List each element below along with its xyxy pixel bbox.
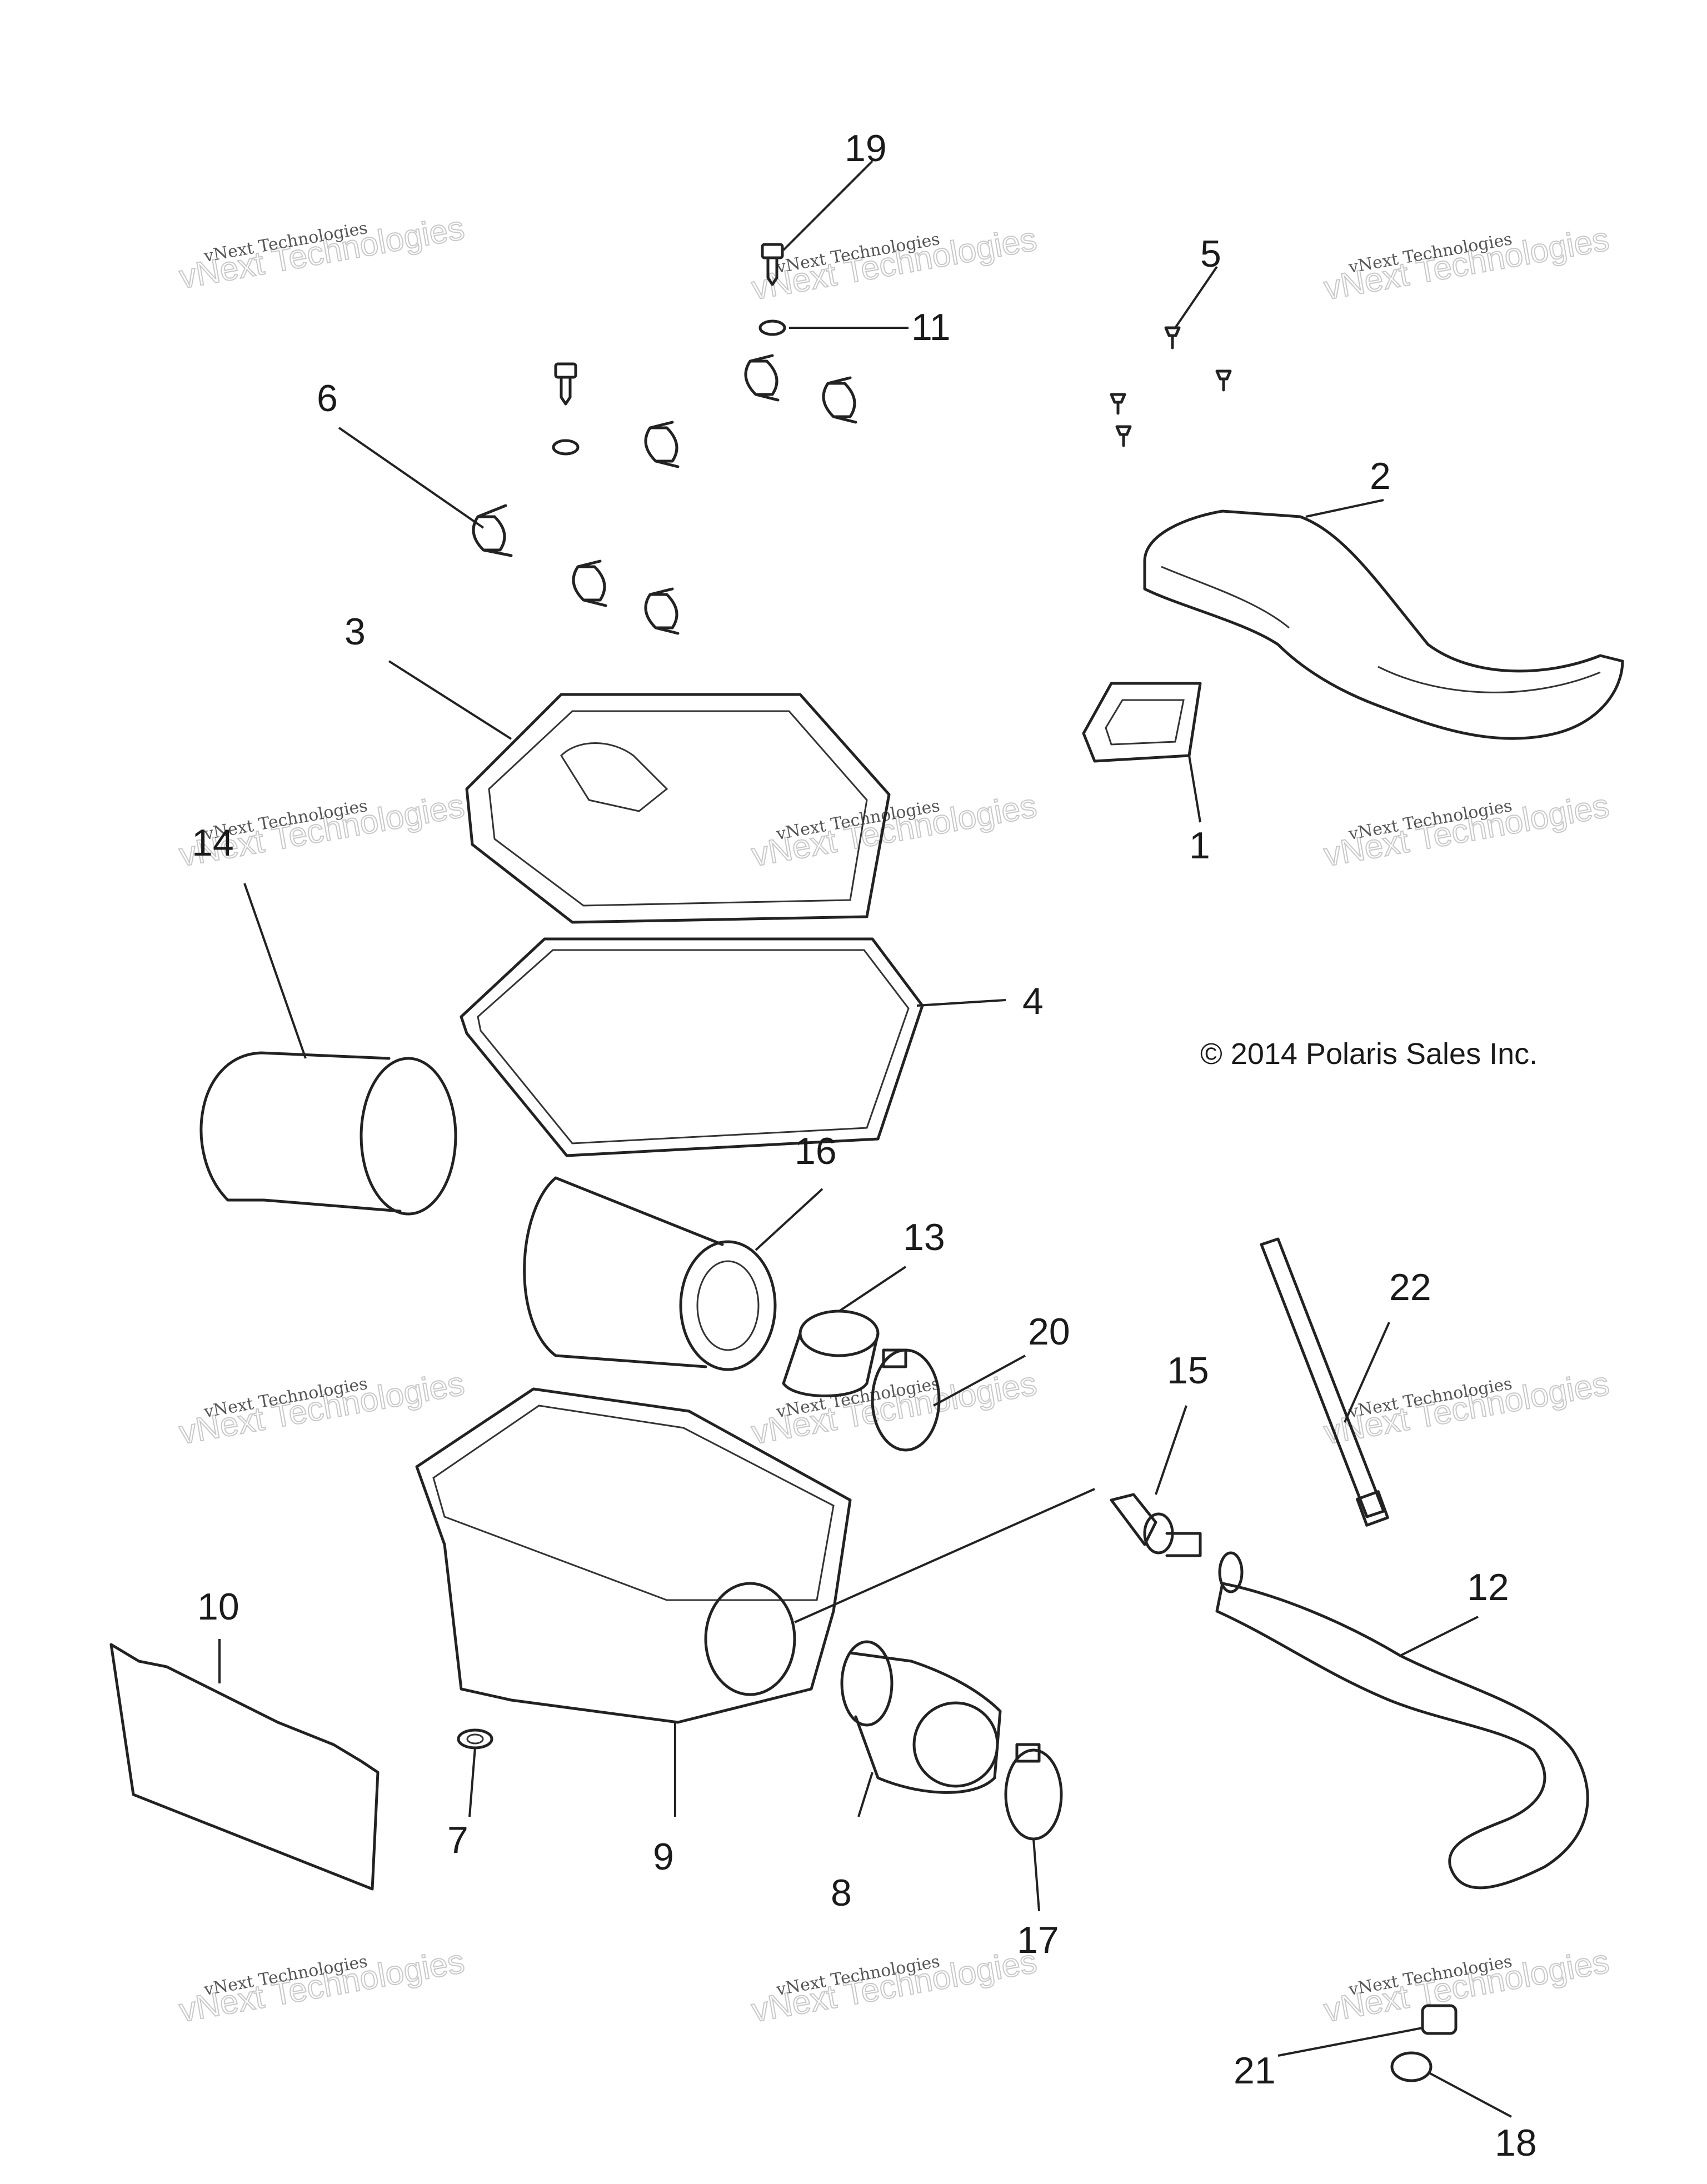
grommet-part-7 xyxy=(457,1728,493,1750)
callout-19: 19 xyxy=(845,127,887,169)
callout-5: 5 xyxy=(1200,233,1221,275)
copyright-notice: © 2014 Polaris Sales Inc. xyxy=(1200,1037,1538,1071)
callout-10: 10 xyxy=(197,1586,239,1628)
drain-hose-part-12 xyxy=(1215,1582,1589,1890)
callout-12: 12 xyxy=(1467,1566,1509,1608)
callout-9: 9 xyxy=(653,1836,674,1878)
clamp-part-20 xyxy=(871,1348,941,1452)
callout-17: 17 xyxy=(1017,1919,1059,1961)
watermark-group: vNext Technologies vNext Technologies vN… xyxy=(176,208,1613,2030)
callout-6: 6 xyxy=(317,377,338,419)
cap-part-21 xyxy=(1421,2004,1458,2035)
callout-7: 7 xyxy=(447,1819,468,1861)
callout-20: 20 xyxy=(1028,1311,1070,1353)
foam-panel-part-10 xyxy=(109,1643,380,1891)
callout-1: 1 xyxy=(1189,824,1210,867)
airbox-part-9 xyxy=(415,1387,852,1724)
callout-4: 4 xyxy=(1022,980,1044,1022)
air-filter-part-16 xyxy=(523,1176,777,1371)
prefilter-part-14 xyxy=(199,1051,457,1216)
callout-11: 11 xyxy=(911,306,951,348)
screw-group-5 xyxy=(1110,326,1232,447)
callout-21: 21 xyxy=(1234,2050,1276,2092)
callout-labels: 19 11 5 6 2 3 1 14 4 16 13 20 22 15 12 1… xyxy=(192,127,1537,2164)
bolt-part-19 xyxy=(761,243,784,286)
airbox-cover-part-3 xyxy=(465,693,891,924)
clamp-part-18 xyxy=(1390,2051,1433,2082)
intake-boot-part-8 xyxy=(840,1640,1002,1794)
intake-duct-part-2 xyxy=(1143,509,1624,740)
clamp-part-17 xyxy=(1004,1743,1063,1841)
callout-22: 22 xyxy=(1389,1266,1431,1308)
coupler-part-13 xyxy=(782,1310,880,1397)
callout-2: 2 xyxy=(1370,455,1391,497)
callout-14: 14 xyxy=(192,822,234,864)
callout-8: 8 xyxy=(831,1872,852,1914)
gasket-part-1 xyxy=(1082,682,1202,763)
seal-part-4 xyxy=(460,937,924,1157)
callout-18: 18 xyxy=(1495,2122,1537,2164)
leader-lines xyxy=(218,160,1512,2118)
washer-part-11 xyxy=(758,319,786,336)
strap-part-22 xyxy=(1260,1237,1389,1527)
callout-15: 15 xyxy=(1167,1350,1209,1392)
washer-part xyxy=(552,439,580,456)
callout-13: 13 xyxy=(903,1216,945,1258)
callout-16: 16 xyxy=(795,1130,837,1172)
fitting-part-15 xyxy=(1110,1493,1202,1557)
bolt-part xyxy=(554,362,577,406)
callout-3: 3 xyxy=(345,611,366,653)
clip-group-6 xyxy=(472,354,857,635)
